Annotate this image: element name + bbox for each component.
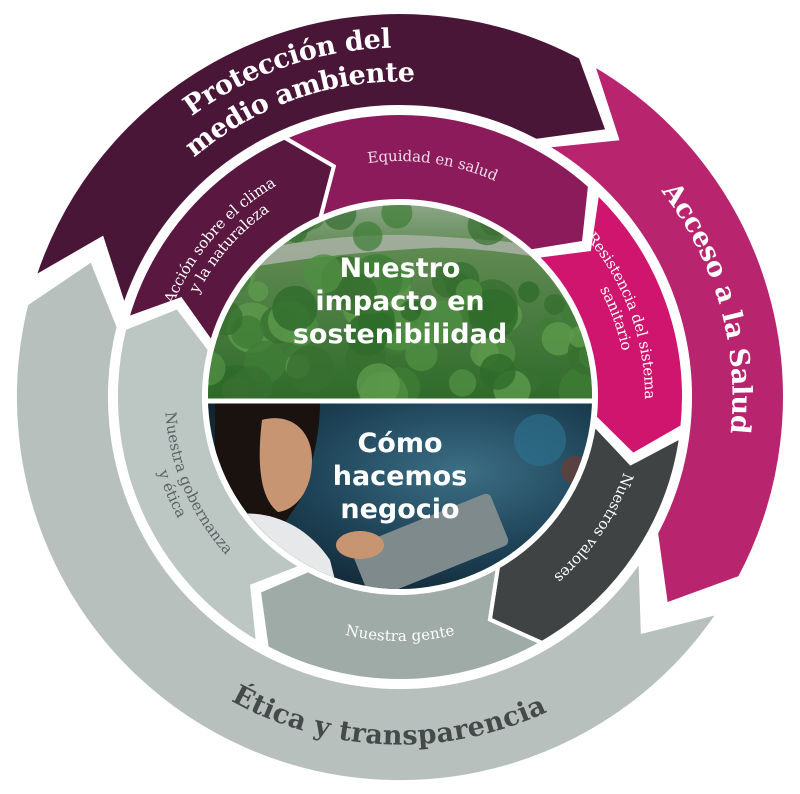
- inner-segment-gente: [256, 562, 547, 684]
- tree-crown: [356, 363, 400, 407]
- center-top-label-line: Nuestro: [340, 253, 461, 284]
- tree-crown: [400, 300, 422, 322]
- tree-crown: [405, 338, 438, 372]
- tree-crown: [541, 322, 576, 356]
- forest-tree-canopy: [208, 205, 592, 420]
- tree-crown: [518, 281, 540, 303]
- office-light: [514, 414, 566, 466]
- outer-segment-proteccion: [30, 10, 611, 314]
- outer-segment-etica: [12, 256, 724, 785]
- center-top-label-line: sostenibilidad: [293, 319, 507, 350]
- inner-segment-resistencia: [531, 188, 686, 458]
- center-bottom-label-line: negocio: [340, 494, 459, 525]
- tree-crown: [345, 313, 389, 356]
- center-bottom-label-line: Cómo: [357, 428, 442, 459]
- inner-segment-accion-clima: [123, 135, 337, 348]
- outer-segment-acceso: [538, 59, 787, 608]
- inner-segment-gobernanza: [113, 304, 307, 647]
- tree-crown: [352, 221, 383, 252]
- tree-crown: [448, 369, 477, 397]
- center-top-label-line: impacto en: [315, 286, 484, 317]
- hand: [336, 531, 384, 559]
- tree-crown: [231, 366, 273, 408]
- tree-crown: [544, 294, 565, 315]
- tree-crown: [418, 300, 463, 345]
- tree-crown: [455, 278, 483, 306]
- tree-crown: [336, 273, 378, 315]
- tree-crown: [286, 346, 335, 394]
- center-bottom-label-line: hacemos: [333, 461, 468, 492]
- tree-crown: [304, 254, 344, 294]
- tree-crown: [248, 281, 269, 302]
- inner-segment-equidad: [280, 111, 593, 254]
- forest-road: [208, 235, 592, 276]
- tree-crown: [272, 285, 318, 332]
- tablet: [351, 493, 509, 589]
- woman-face: [259, 418, 312, 512]
- tree-crown: [479, 353, 516, 390]
- tree-crown: [468, 289, 519, 339]
